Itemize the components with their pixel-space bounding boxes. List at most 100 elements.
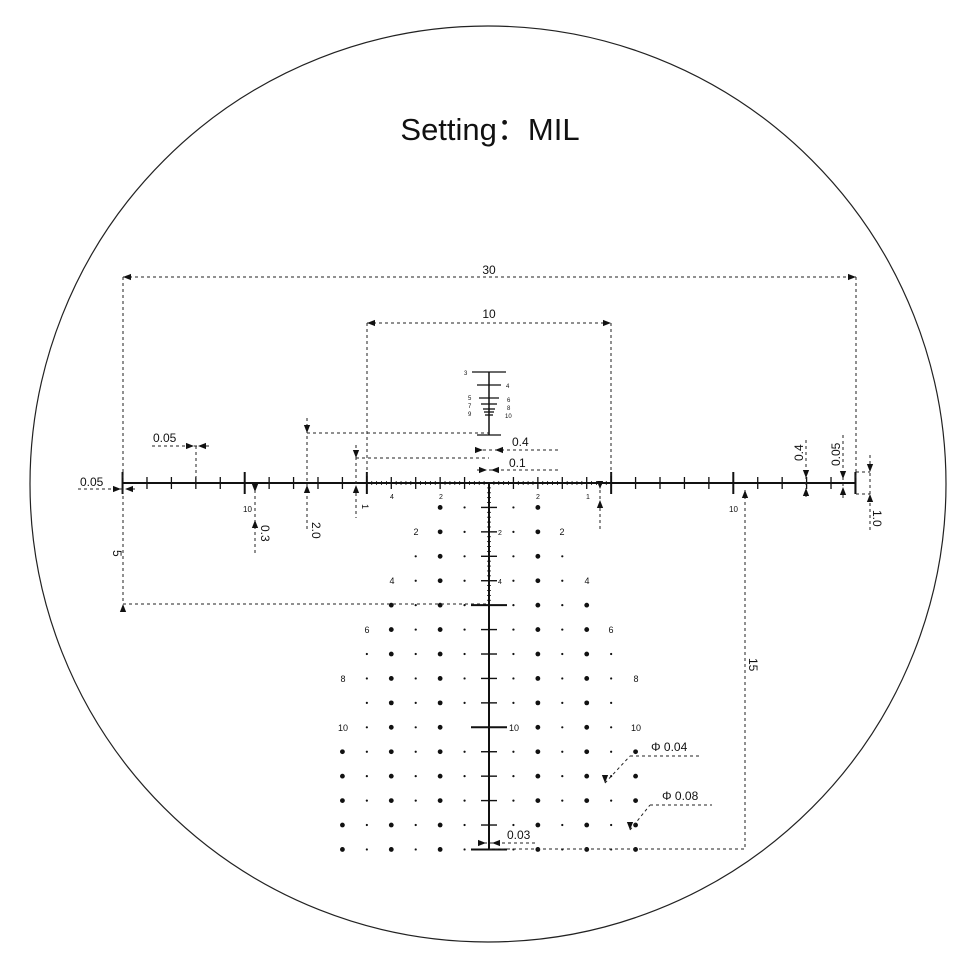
large-holdover-dot — [388, 602, 394, 608]
h-label-right-10: 10 — [729, 505, 738, 514]
arrow-icon — [479, 466, 487, 474]
small-holdover-dot — [512, 555, 515, 558]
dim-tick-width-label: 0.05 — [153, 431, 177, 445]
page-title: Setting：MIL — [400, 112, 579, 147]
arrow-icon — [596, 481, 604, 489]
arrow-icon — [839, 471, 847, 479]
large-holdover-dot — [437, 505, 443, 510]
large-holdover-dot — [584, 773, 590, 779]
large-holdover-dot — [535, 553, 541, 559]
small-holdover-dot — [610, 652, 613, 656]
arrow-icon — [741, 490, 749, 498]
small-holdover-dot — [414, 652, 417, 656]
small-holdover-dot — [512, 677, 515, 680]
large-dot-label: Φ 0.08 — [662, 789, 699, 803]
arrow-icon — [839, 487, 847, 495]
small-holdover-dot — [463, 530, 466, 533]
large-holdover-dot — [535, 676, 541, 681]
large-holdover-dot — [437, 553, 443, 559]
arrow-icon — [478, 839, 486, 847]
stadia-label: 3 — [464, 371, 468, 377]
large-holdover-dot — [437, 578, 443, 584]
small-holdover-dot — [365, 775, 368, 778]
small-holdover-dot — [561, 604, 564, 607]
line-width-label: 0.03 — [507, 828, 531, 842]
row-label-right: 4 — [584, 576, 589, 586]
large-holdover-dot — [535, 798, 541, 803]
small-holdover-dot — [463, 823, 466, 827]
small-holdover-dot — [463, 652, 466, 656]
large-holdover-dot — [437, 724, 443, 730]
reticle-labels: 30 10 0.4 0.1 0.05 0.05 5 0.3 2.0 15 0.4… — [80, 263, 884, 842]
arrow-icon — [802, 470, 810, 478]
arrow-icon — [492, 839, 500, 847]
arrow-icon — [352, 485, 360, 493]
row-label-center: 4 — [498, 579, 502, 586]
small-holdover-dot — [365, 726, 368, 729]
small-holdover-dot — [463, 848, 466, 851]
small-holdover-dot — [414, 701, 417, 704]
arrow-icon — [125, 485, 133, 493]
row-label-right: 6 — [608, 625, 613, 635]
small-holdover-dot — [463, 628, 466, 631]
small-holdover-dot — [365, 823, 368, 827]
large-holdover-dot — [437, 676, 443, 681]
small-holdover-dot — [512, 628, 515, 631]
small-holdover-dot — [561, 726, 564, 729]
small-holdover-dot — [414, 726, 417, 729]
small-holdover-dot — [414, 750, 417, 753]
large-holdover-dot — [535, 578, 541, 584]
small-holdover-dot — [610, 750, 613, 753]
large-holdover-dot — [388, 627, 394, 632]
row-label-right: 2 — [559, 527, 564, 537]
small-holdover-dot — [512, 579, 515, 582]
large-holdover-dot — [340, 749, 345, 755]
arrow-icon — [601, 775, 609, 783]
large-holdover-dot — [535, 602, 541, 608]
arrow-icon — [495, 446, 503, 454]
stadia-labels: 3 4 5 6 7 8 9 10 — [464, 371, 512, 420]
small-holdover-dot — [414, 848, 417, 851]
large-holdover-dot — [437, 627, 443, 632]
arrow-icon — [848, 273, 856, 281]
dim-drop-15-label: 15 — [746, 658, 760, 672]
large-holdover-dot — [535, 651, 541, 657]
dim-tick-height-label: 0.3 — [258, 525, 272, 542]
row-label-left: 4 — [389, 576, 394, 586]
small-holdover-dot — [463, 604, 466, 607]
h-label-left-2: 2 — [439, 494, 443, 501]
dim-10-label: 10 — [482, 307, 496, 321]
small-holdover-dot — [512, 775, 515, 778]
small-holdover-dot — [561, 652, 564, 656]
large-holdover-dot — [340, 847, 345, 852]
dim-right-04-label: 0.4 — [792, 444, 806, 461]
large-holdover-dot — [633, 749, 638, 755]
large-holdover-dot — [437, 773, 443, 779]
small-holdover-dot — [414, 677, 417, 680]
arrow-icon — [802, 488, 810, 496]
small-holdover-dot — [561, 677, 564, 680]
large-holdover-dot — [388, 773, 394, 779]
dim-mid-tick-label: 2.0 — [309, 522, 323, 539]
small-holdover-dot — [561, 823, 564, 827]
small-holdover-dot — [561, 628, 564, 631]
arrow-icon — [251, 520, 259, 528]
dim-end-bar-label: 1.0 — [870, 510, 884, 527]
row-label-left: 10 — [338, 723, 348, 733]
large-holdover-dot — [535, 773, 541, 779]
large-holdover-dot — [388, 700, 394, 706]
small-holdover-dot — [414, 799, 417, 802]
small-dot-label: Φ 0.04 — [651, 740, 688, 754]
dimension-line — [604, 755, 631, 784]
large-holdover-dot — [388, 749, 394, 755]
small-holdover-dot — [561, 701, 564, 704]
dim-center-gap-label: 0.1 — [509, 456, 526, 470]
small-holdover-dot — [365, 652, 368, 656]
small-holdover-dot — [512, 750, 515, 753]
small-holdover-dot — [365, 750, 368, 753]
large-holdover-dot — [535, 627, 541, 632]
row-label-center: 2 — [498, 530, 502, 537]
small-holdover-dot — [512, 701, 515, 704]
small-holdover-dot — [463, 775, 466, 778]
